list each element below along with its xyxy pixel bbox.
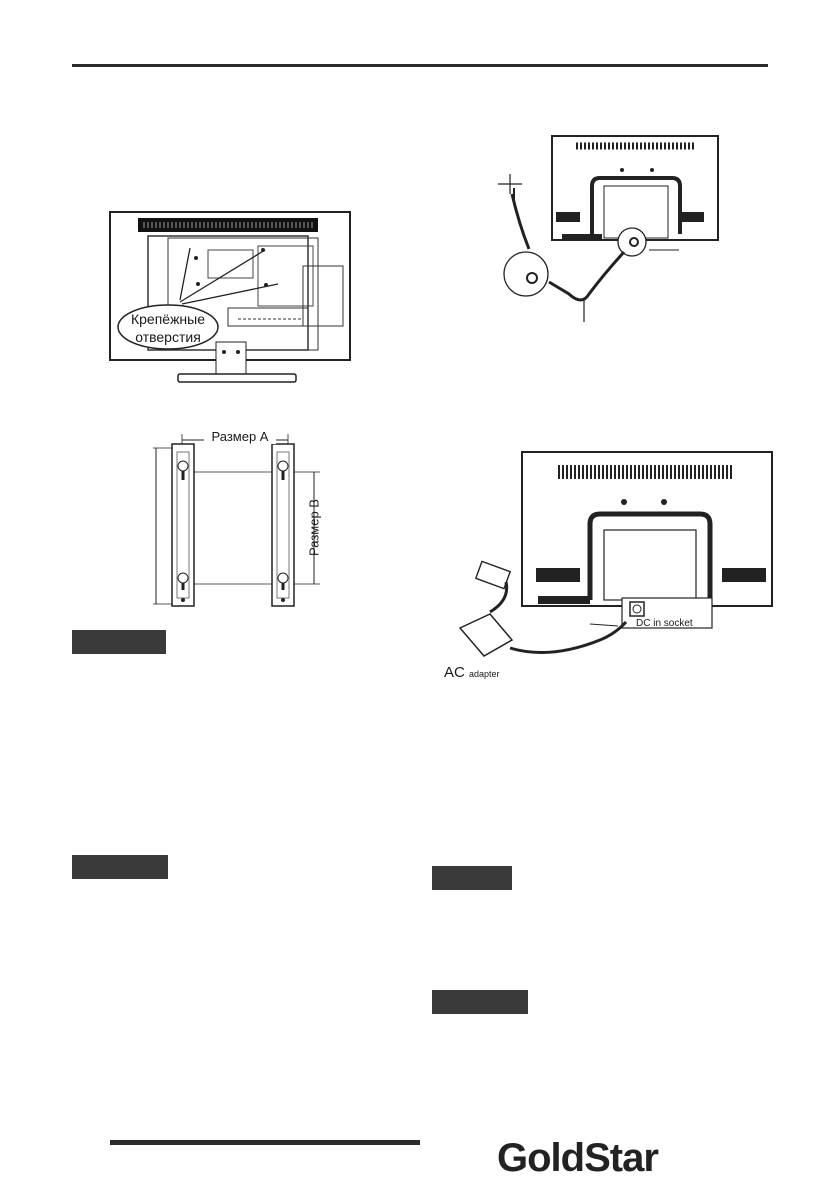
header-rule — [72, 64, 768, 67]
ac-text: AC — [444, 664, 465, 681]
callout-line-1: Крепёжные — [130, 311, 206, 327]
adapter-text: adapter — [469, 669, 500, 679]
size-a-label: Размер A — [204, 429, 276, 444]
section-tag-4 — [432, 990, 528, 1014]
ac-adapter-label: AC adapter — [444, 664, 500, 681]
dc-socket-label: DC in socket — [636, 618, 693, 629]
footer-rule — [110, 1140, 420, 1145]
section-tag-3 — [432, 866, 512, 890]
mounting-holes-callout: Крепёжные отверстия — [120, 310, 216, 346]
wall-bracket-figure: Размер A Размер B — [148, 428, 328, 610]
section-tag-2 — [72, 855, 168, 879]
antenna-connection-figure — [474, 134, 724, 324]
power-connection-figure: DC in socket AC adapter — [440, 450, 778, 686]
callout-line-2: отверстия — [135, 329, 201, 345]
size-b-label: Размер B — [306, 499, 322, 556]
goldstar-logo: GoldStar — [497, 1136, 659, 1180]
tv-rear-mounting-holes-figure: Крепёжные отверстия — [108, 210, 354, 386]
section-tag-1 — [72, 630, 166, 654]
